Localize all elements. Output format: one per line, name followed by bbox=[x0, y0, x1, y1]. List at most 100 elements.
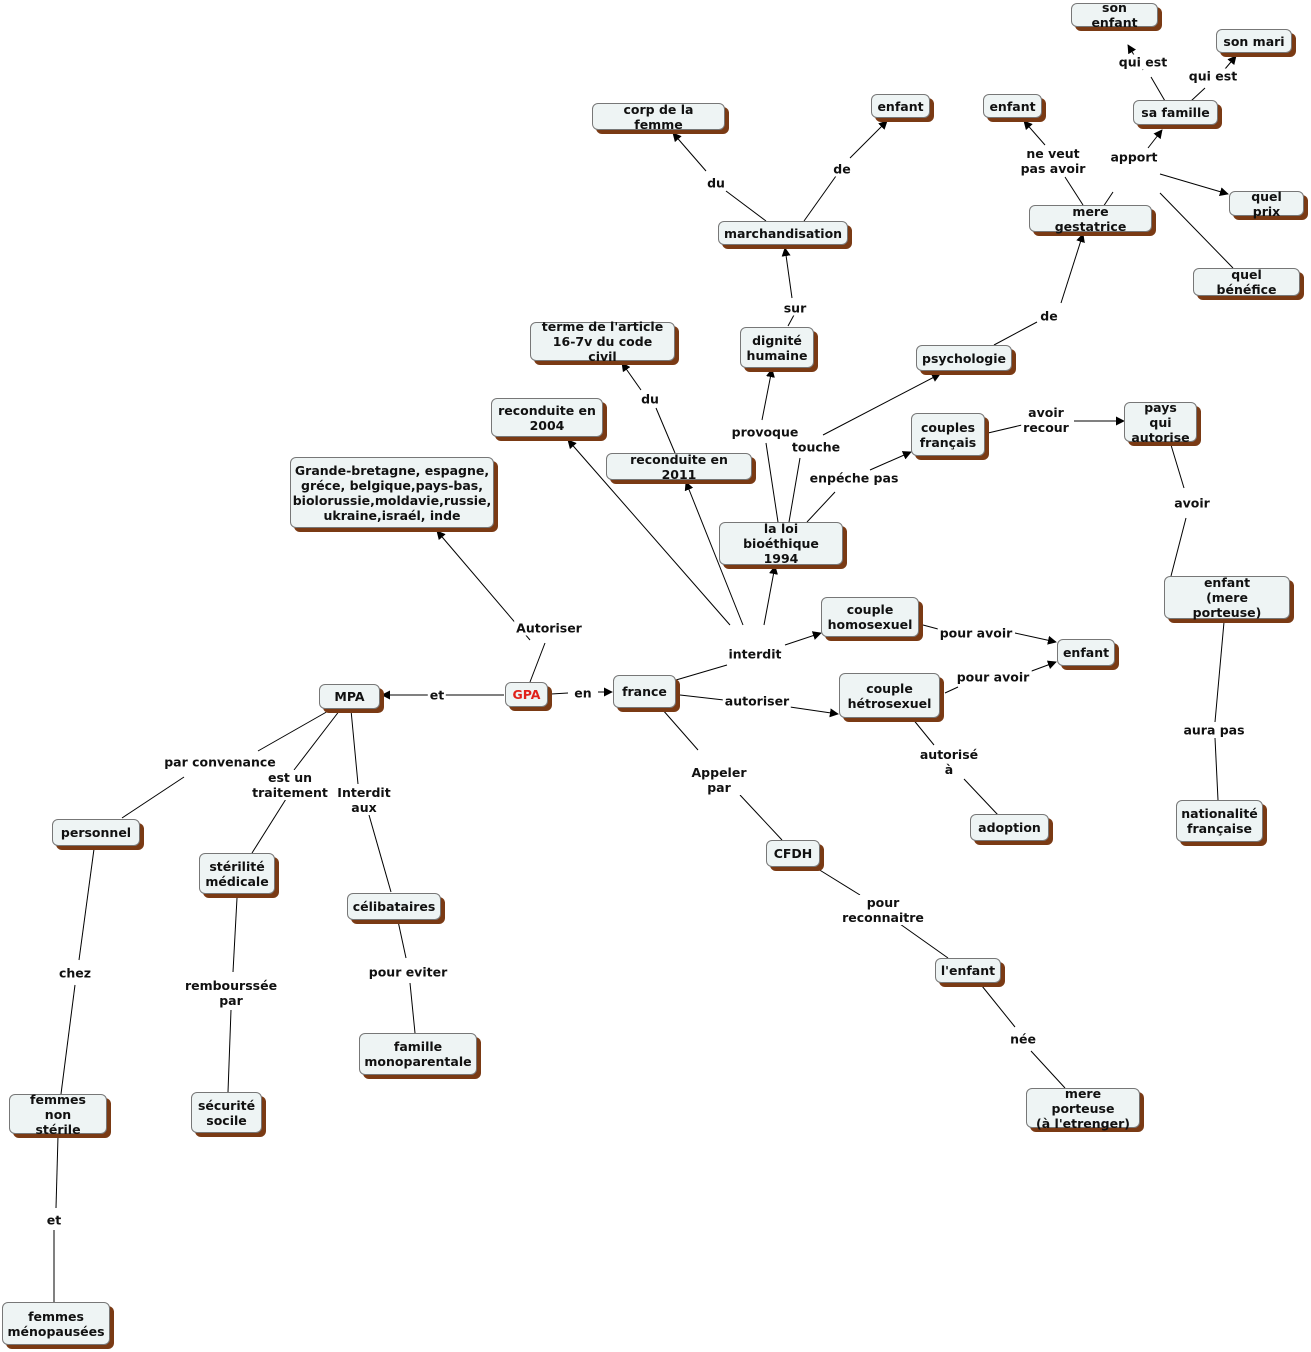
connector-line bbox=[679, 694, 725, 701]
connector-line bbox=[1170, 517, 1187, 577]
label-enpeche-pas: enpéche pas bbox=[807, 470, 901, 486]
node-quel-benefice[interactable]: quel bénéfice bbox=[1193, 267, 1300, 297]
label-interdit-aux: Interdit aux bbox=[335, 785, 393, 815]
label-du-1: du bbox=[705, 175, 727, 191]
node-famille-monoparentale[interactable]: famille monoparentale bbox=[359, 1033, 477, 1075]
node-couple-homosexuel[interactable]: couple homosexuel bbox=[821, 597, 919, 637]
node-gpa[interactable]: GPA bbox=[505, 682, 548, 707]
connector-line bbox=[293, 709, 341, 771]
connector-line bbox=[675, 664, 728, 681]
connector-line bbox=[803, 175, 837, 222]
node-enfant-top-left[interactable]: enfant bbox=[983, 94, 1042, 118]
node-enfant-top-mid[interactable]: enfant bbox=[871, 94, 930, 118]
label-appeler-par: Appeler par bbox=[689, 765, 749, 795]
label-du-2: du bbox=[639, 391, 661, 407]
node-mere-gestatrice[interactable]: mere gestatrice bbox=[1029, 204, 1152, 234]
node-cfdh[interactable]: CFDH bbox=[766, 840, 820, 867]
label-provoque: provoque bbox=[729, 424, 801, 440]
node-quel-prix[interactable]: quel prix bbox=[1229, 189, 1304, 219]
label-rembourssee-par: rembourssée par bbox=[182, 978, 280, 1008]
node-adoption[interactable]: adoption bbox=[970, 814, 1049, 841]
connector-line bbox=[1028, 660, 1057, 673]
node-pays-liste[interactable]: Grande-bretagne, espagne, gréce, belgiqu… bbox=[290, 457, 494, 528]
connector-line bbox=[1014, 632, 1057, 645]
node-celibataires[interactable]: célibataires bbox=[347, 893, 441, 920]
connector-line bbox=[55, 1135, 59, 1209]
connector-line bbox=[397, 920, 407, 959]
connector-line bbox=[1064, 176, 1084, 206]
node-mere-porteuse-etranger[interactable]: mere porteuse (à l'etrenger) bbox=[1026, 1086, 1140, 1131]
node-terme-article[interactable]: terme de l'article 16-7v du code civil bbox=[530, 319, 675, 364]
connector-line bbox=[621, 362, 642, 391]
label-avoir: avoir bbox=[1172, 495, 1212, 511]
node-reconduite-2011[interactable]: reconduite en 2011 bbox=[606, 452, 752, 482]
node-enfant-mere-porteuse[interactable]: enfant (mere porteuse) bbox=[1164, 575, 1290, 620]
label-chez: chez bbox=[56, 965, 94, 981]
node-enfant-mid[interactable]: enfant bbox=[1057, 639, 1115, 666]
label-de-1: de bbox=[831, 161, 853, 177]
node-loi-bioethique[interactable]: la loi bioéthique 1994 bbox=[719, 521, 843, 566]
node-son-enfant[interactable]: son enfant bbox=[1071, 0, 1158, 30]
node-femmes-menopausees[interactable]: femmes ménopausées bbox=[2, 1302, 110, 1345]
connector-line bbox=[1190, 87, 1206, 102]
connector-line bbox=[788, 457, 801, 523]
connector-line bbox=[550, 692, 569, 695]
label-de-2: de bbox=[1038, 308, 1060, 324]
node-sa-famille[interactable]: sa famille bbox=[1133, 100, 1218, 125]
node-nationalite[interactable]: nationalité française bbox=[1176, 800, 1263, 842]
label-qui-est-1: qui est bbox=[1116, 54, 1170, 70]
node-pays-autorise[interactable]: pays qui autorise bbox=[1124, 400, 1197, 445]
connector-line bbox=[963, 778, 999, 816]
label-en: en bbox=[572, 685, 594, 701]
label-qui-est-2: qui est bbox=[1186, 68, 1240, 84]
connector-line bbox=[787, 314, 795, 327]
connector-line bbox=[1150, 76, 1166, 102]
node-couple-hetero[interactable]: couple hétrosexuel bbox=[839, 673, 940, 718]
connector-line bbox=[1102, 191, 1114, 208]
node-securite-sociale[interactable]: sécurité socile bbox=[191, 1092, 262, 1133]
connector-line bbox=[817, 868, 861, 896]
node-mpa[interactable]: MPA bbox=[319, 684, 380, 709]
connector-line bbox=[763, 565, 778, 626]
connector-line bbox=[993, 321, 1038, 346]
label-pour-reconnaitre: pour reconnaitre bbox=[840, 895, 926, 925]
node-france[interactable]: france bbox=[613, 675, 676, 708]
connector-line bbox=[981, 985, 1016, 1028]
label-touche: touche bbox=[789, 439, 843, 455]
node-femmes-non-steriles[interactable]: femmes non stérile bbox=[9, 1092, 107, 1137]
connector-line bbox=[672, 132, 707, 172]
connector-line bbox=[661, 708, 699, 751]
connector-line bbox=[1030, 1050, 1066, 1089]
connector-line bbox=[1214, 621, 1225, 723]
label-autoriser-2: autoriser bbox=[722, 693, 792, 709]
connector-line bbox=[784, 631, 822, 646]
node-son-mari[interactable]: son mari bbox=[1216, 29, 1292, 53]
node-couples-francais[interactable]: couples français bbox=[911, 413, 985, 456]
connector-line bbox=[227, 1009, 232, 1093]
label-apport: apport bbox=[1108, 149, 1160, 165]
connector-line bbox=[251, 798, 287, 854]
node-corp-femme[interactable]: corp de la femme bbox=[592, 102, 725, 132]
connector-line bbox=[1023, 120, 1046, 146]
connector-line bbox=[1214, 737, 1219, 801]
node-personnel[interactable]: personnel bbox=[52, 819, 140, 846]
connector-line bbox=[232, 897, 238, 973]
connector-line bbox=[806, 491, 836, 523]
node-sterilite[interactable]: stérilité médicale bbox=[199, 853, 275, 894]
connector-line bbox=[655, 407, 676, 454]
connector-line bbox=[1159, 192, 1234, 269]
connector-line bbox=[765, 442, 779, 523]
node-l-enfant[interactable]: l'enfant bbox=[935, 958, 1001, 983]
label-nee: née bbox=[1008, 1031, 1038, 1047]
node-psychologie[interactable]: psychologie bbox=[916, 345, 1012, 371]
node-dignite-humaine[interactable]: dignité humaine bbox=[740, 327, 814, 368]
connector-line bbox=[368, 814, 392, 893]
label-avoir-recour: avoir recour bbox=[1021, 405, 1071, 435]
node-reconduite-2004[interactable]: reconduite en 2004 bbox=[491, 398, 603, 437]
label-autorise-a: autorisé à bbox=[917, 747, 981, 777]
connector-line bbox=[1159, 173, 1229, 197]
node-marchandisation[interactable]: marchandisation bbox=[718, 221, 848, 245]
connector-line bbox=[78, 848, 95, 961]
label-aura-pas: aura pas bbox=[1181, 722, 1247, 738]
